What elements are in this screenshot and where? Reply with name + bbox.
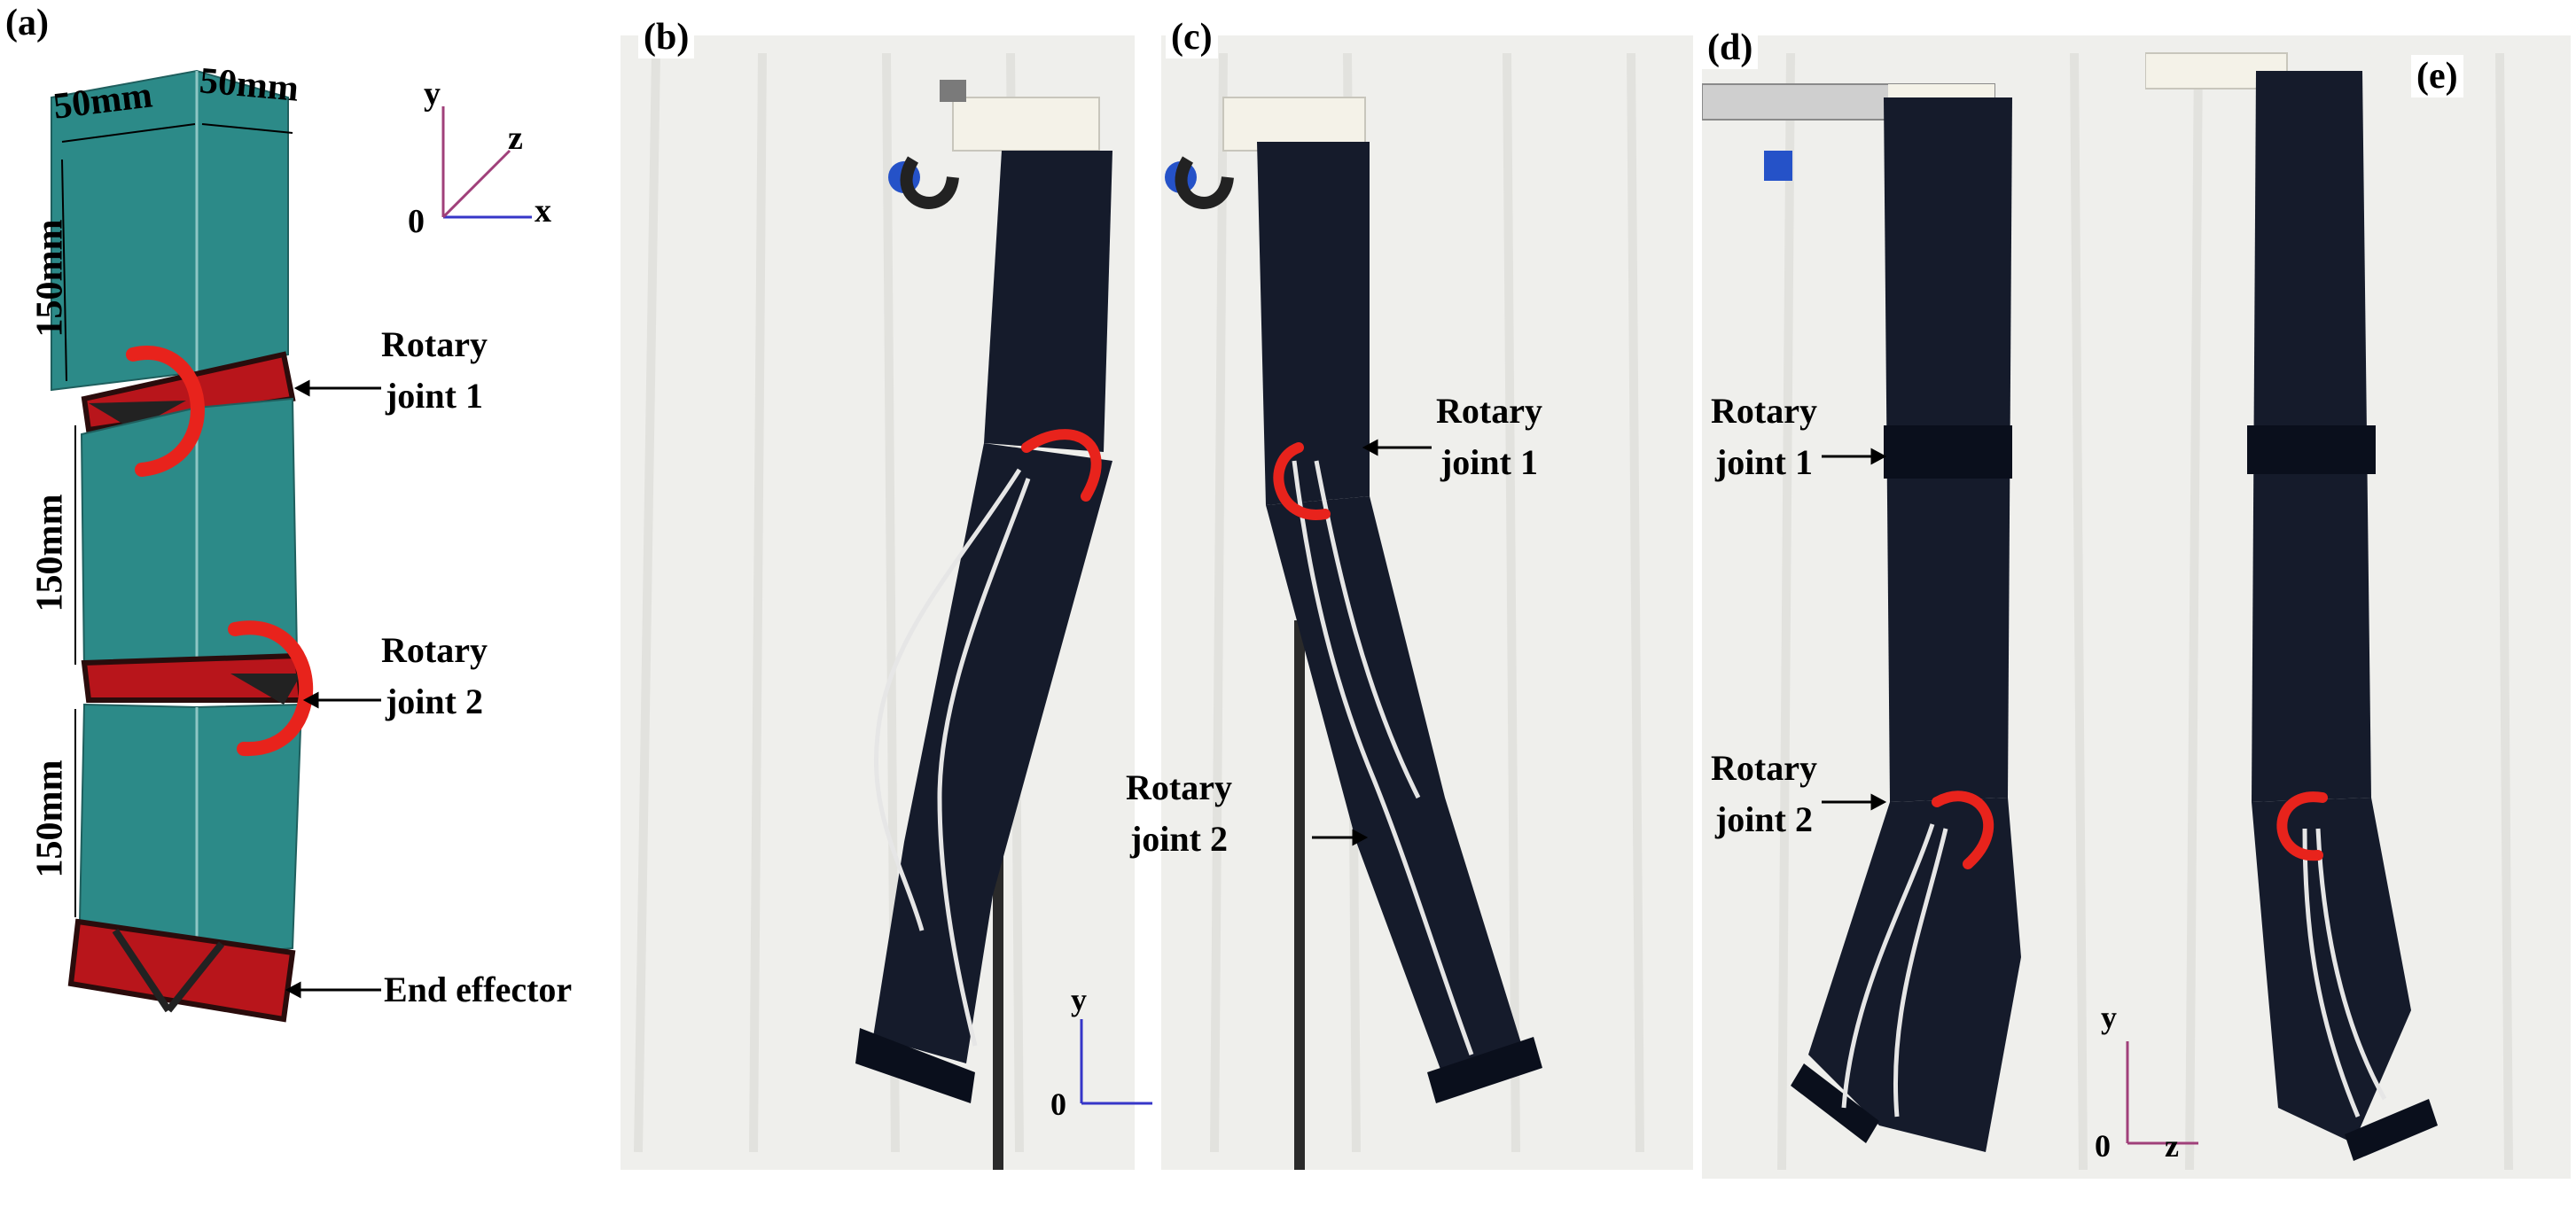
leader-lines — [285, 379, 381, 999]
dim-segment-1: 150mm — [29, 219, 71, 338]
soft-arm-lower — [2252, 798, 2411, 1143]
dimension-lines — [61, 123, 293, 917]
pneumatic-tubes — [1841, 823, 1948, 1118]
dim-segment-3: 150mm — [29, 759, 71, 878]
photo-c — [1161, 35, 1693, 1170]
photo-e — [2117, 35, 2571, 1179]
label-rotary-joint-2-c: Rotary joint 2 — [1126, 767, 1232, 859]
soft-arm-lower — [873, 443, 1112, 1063]
soft-arm-upper — [984, 151, 1112, 452]
panel-c: (c) Rotary joint 1 Rotary joint 2 — [1126, 0, 1702, 1215]
axis-a-origin: 0 — [408, 203, 425, 240]
photo-b: 0 y x — [621, 35, 1179, 1170]
panel-label-a: (a) — [0, 2, 54, 44]
axis-b-y: y — [1071, 982, 1087, 1017]
label-end-effector: End effector — [384, 970, 573, 1009]
photo-d — [1701, 35, 2145, 1179]
axis-a-z: z — [508, 120, 523, 157]
panel-label-c: (c) — [1166, 16, 1218, 58]
pneumatic-tubes — [2302, 828, 2387, 1118]
label-rotary-joint-2-d: Rotary joint 2 — [1711, 748, 1817, 839]
panel-label-e: (e) — [2411, 55, 2463, 97]
panel-label-b: (b) — [638, 16, 695, 58]
rotation-arrow-joint-1 — [126, 346, 205, 477]
dim-segment-2: 150mm — [29, 494, 71, 612]
dim-width-right: 50mm — [198, 60, 301, 110]
axis-a-y: y — [424, 75, 441, 113]
label-rotary-joint-1-c: Rotary joint 1 — [1436, 391, 1542, 482]
soft-arm-lower — [1266, 496, 1525, 1081]
axes-yz-e-frame: 0 y — [2095, 1000, 2170, 1164]
leader-lines — [1822, 448, 1887, 811]
axes-xyz: 0 y z x — [408, 75, 551, 240]
mount-bracket — [952, 97, 1100, 152]
axis-e-z: z — [2165, 1128, 2179, 1164]
axis-e-z-frame: z — [2165, 1128, 2179, 1164]
stand-pole — [1294, 620, 1305, 1170]
soft-arm-upper — [1257, 142, 1370, 505]
blue-knob — [1764, 151, 1792, 181]
panel-d: (d) Rotary joint 1 Rotary joint 2 — [1701, 0, 2145, 1215]
label-rotary-joint-1-model: Rotary joint 1 — [381, 324, 488, 416]
pneumatic-tubes — [1292, 460, 1474, 1055]
axis-b-origin: 0 — [1050, 1086, 1066, 1122]
rotation-arrow-joint-2 — [228, 620, 313, 757]
pneumatic-tubes — [873, 468, 1031, 1047]
panel-e: (e) — [2117, 0, 2576, 1215]
label-rotary-joint-1-d: Rotary joint 1 — [1711, 391, 1817, 482]
cad-model-drawing: 0 y z x — [51, 69, 551, 1023]
axis-a-x: x — [535, 192, 551, 230]
leader-lines — [1312, 439, 1432, 846]
axis-e-origin: 0 — [2095, 1128, 2111, 1164]
soft-arm-lower — [1808, 798, 2021, 1152]
panel-label-d: (d) — [1702, 27, 1759, 69]
label-rotary-joint-2-model: Rotary joint 2 — [381, 630, 488, 721]
panel-a: 0 y z x (a) 50mm 50mm 150mm 150mm 150mm … — [0, 0, 621, 1215]
axis-e-y: y — [2101, 1000, 2117, 1035]
panel-b: 0 y x (b) — [621, 0, 1179, 1215]
